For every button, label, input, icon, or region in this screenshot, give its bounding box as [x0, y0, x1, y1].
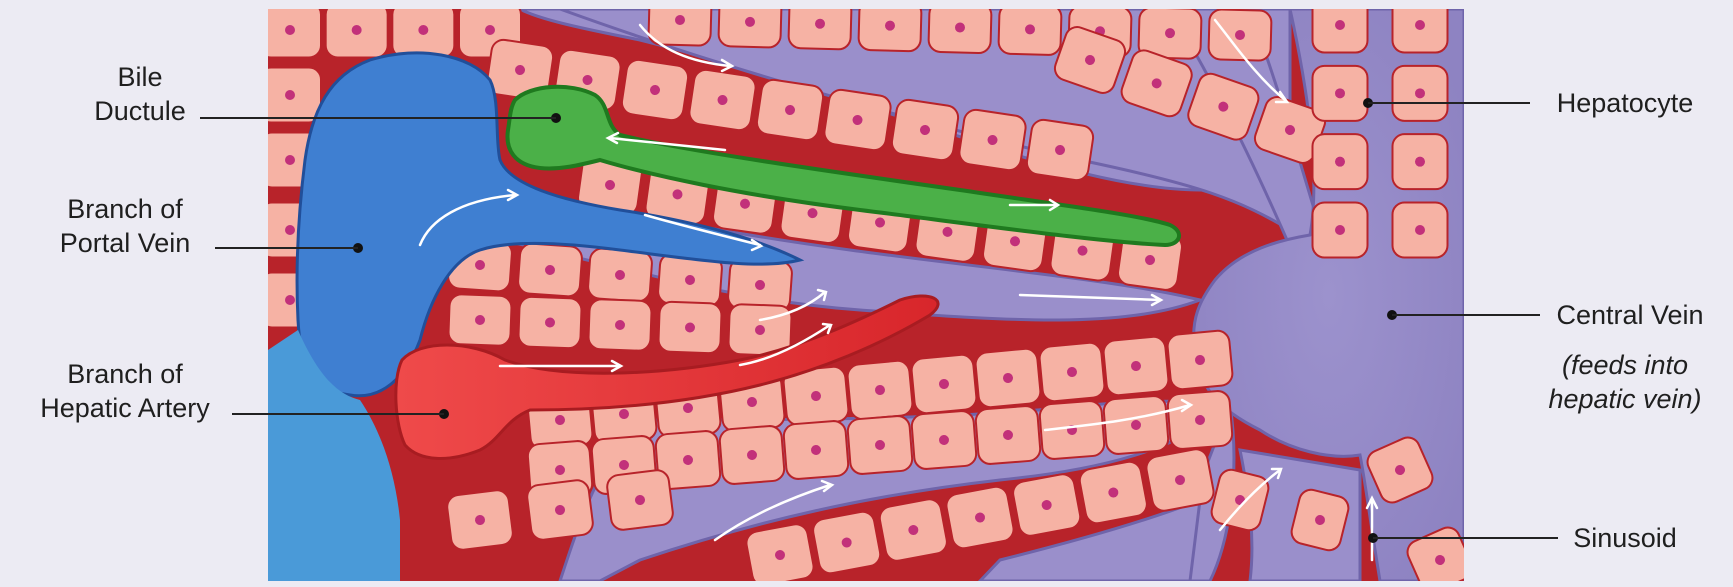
hepatocyte — [588, 299, 652, 351]
hepatocyte — [1025, 118, 1094, 181]
label-central-vein-note: (feeds into hepatic vein) — [1525, 348, 1725, 416]
hepatocyte — [259, 3, 321, 58]
hepatocyte — [1039, 342, 1106, 403]
label-hepatic-artery: Branch of Hepatic Artery — [20, 357, 230, 425]
hepatocyte — [658, 301, 722, 353]
hepatocyte — [755, 78, 824, 141]
hepatocyte — [890, 98, 959, 161]
hepatocyte — [1167, 330, 1234, 391]
label-bile-ductule-line2: Ductule — [65, 94, 215, 128]
hepatocyte — [958, 108, 1027, 171]
hepatocyte — [998, 4, 1061, 56]
hepatocyte-nucleus — [1335, 20, 1345, 30]
hepatocyte — [392, 3, 454, 58]
hepatocyte — [847, 360, 914, 421]
hepatocyte — [1313, 0, 1368, 53]
hepatocyte — [1078, 460, 1149, 525]
hepatocyte — [620, 58, 689, 121]
hepatocyte-nucleus — [285, 25, 295, 35]
hepatocyte — [823, 88, 892, 151]
hepatocyte-nucleus — [285, 295, 295, 305]
hepatocyte — [648, 0, 711, 46]
hepatocyte — [1103, 336, 1170, 397]
hepatocyte — [858, 0, 921, 51]
hepatocyte — [526, 479, 594, 541]
hepatocyte — [783, 420, 849, 480]
hepatocyte-nucleus — [1335, 225, 1345, 235]
hepatocyte — [606, 469, 674, 531]
label-central-vein-note-line1: (feeds into — [1525, 348, 1725, 382]
hepatocyte — [517, 243, 582, 297]
hepatocyte — [1313, 134, 1368, 189]
hepatocyte — [1144, 447, 1215, 512]
label-hepatic-artery-line2: Hepatic Artery — [20, 391, 230, 425]
hepatocyte — [975, 405, 1041, 465]
hepatocyte — [1103, 395, 1169, 455]
hepatocyte — [688, 68, 757, 131]
hepatocyte — [1393, 134, 1448, 189]
hepatocyte-nucleus — [1415, 157, 1425, 167]
label-hepatic-artery-line1: Branch of — [20, 357, 230, 391]
hepatocyte — [975, 348, 1042, 409]
hepatocyte — [1393, 203, 1448, 258]
hepatocyte-nucleus — [1335, 88, 1345, 98]
hepatocyte — [326, 3, 388, 58]
hepatocyte — [1393, 0, 1448, 53]
hepatocyte-nucleus — [485, 25, 495, 35]
hepatocyte — [446, 489, 514, 551]
hepatocyte — [1313, 203, 1368, 258]
hepatocyte — [1313, 66, 1368, 121]
hepatocyte — [744, 522, 815, 582]
label-bile-ductule: Bile Ductule — [65, 60, 215, 128]
hepatocyte-nucleus — [352, 25, 362, 35]
hepatocyte-nucleus — [285, 155, 295, 165]
hepatocyte-nucleus — [285, 90, 295, 100]
hepatocyte — [718, 0, 781, 48]
hepatocyte-nucleus — [1415, 20, 1425, 30]
hepatocyte — [928, 2, 991, 54]
label-portal-vein: Branch of Portal Vein — [35, 192, 215, 260]
hepatocyte — [518, 296, 582, 348]
hepatocyte-nucleus — [1415, 88, 1425, 98]
hepatocyte — [911, 410, 977, 470]
hepatocyte — [788, 0, 851, 50]
hepatocyte — [1167, 390, 1233, 450]
hepatocyte — [911, 354, 978, 415]
hepatocyte — [1011, 472, 1082, 537]
hepatocyte — [448, 294, 512, 346]
label-portal-vein-line1: Branch of — [35, 192, 215, 226]
label-hepatocyte: Hepatocyte — [1545, 86, 1705, 120]
hepatocyte-nucleus — [285, 225, 295, 235]
hepatocyte — [719, 425, 785, 485]
label-bile-ductule-line1: Bile — [65, 60, 215, 94]
hepatocyte-nucleus — [418, 25, 428, 35]
hepatocyte — [878, 497, 949, 562]
label-portal-vein-line2: Portal Vein — [35, 226, 215, 260]
hepatocyte-nucleus — [1335, 157, 1345, 167]
hepatocyte — [1393, 66, 1448, 121]
label-central-vein-note-line2: hepatic vein) — [1525, 382, 1725, 416]
label-central-vein: Central Vein — [1535, 298, 1725, 332]
hepatocyte — [259, 68, 321, 123]
hepatocyte — [587, 248, 652, 302]
hepatocyte — [944, 485, 1015, 550]
hepatocyte — [811, 510, 882, 575]
label-sinusoid: Sinusoid — [1560, 521, 1690, 555]
hepatocyte — [847, 415, 913, 475]
hepatocyte-nucleus — [1415, 225, 1425, 235]
